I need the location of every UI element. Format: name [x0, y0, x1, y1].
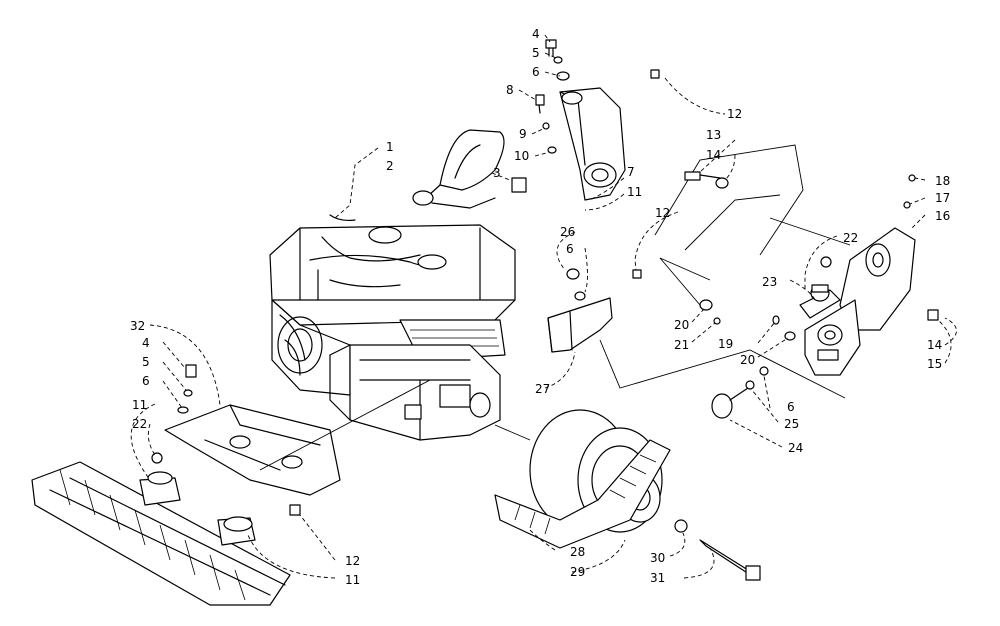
right-side-assembly: [599, 144, 939, 419]
callout-17: 17: [935, 191, 950, 205]
callout-21: 21: [674, 338, 689, 352]
callout-labels: 1 2 3 4 5 6 7 8 9 10 11 12 13 14 14 15 1…: [130, 27, 950, 587]
callout-26: 26: [560, 225, 575, 239]
callout-16: 16: [935, 209, 950, 223]
callout-6-mid: 6: [566, 242, 574, 256]
callout-6-right: 6: [787, 400, 795, 414]
leader-lines: [130, 34, 957, 579]
top-fasteners: [535, 39, 660, 154]
callout-12-mid: 12: [655, 206, 670, 220]
callout-4-top: 4: [532, 27, 540, 41]
callout-22-left: 22: [132, 417, 147, 431]
mid-support-bracket: [547, 268, 642, 353]
callout-12-bottom: 12: [345, 554, 360, 568]
callout-13: 13: [706, 128, 721, 142]
callout-8: 8: [506, 83, 514, 97]
callout-1: 1: [386, 140, 394, 154]
callout-4-left: 4: [142, 336, 150, 350]
callout-27: 27: [535, 382, 550, 396]
callout-3: 3: [493, 166, 501, 180]
callout-28: 28: [570, 545, 585, 559]
callout-12-top: 12: [727, 107, 742, 121]
callout-23: 23: [762, 275, 777, 289]
callout-5-left: 5: [142, 355, 150, 369]
callout-14-top: 14: [706, 148, 721, 162]
callout-20-left: 20: [674, 318, 689, 332]
drive-clutch: [494, 409, 761, 581]
callout-9: 9: [519, 127, 527, 141]
callout-29: 29: [570, 565, 585, 579]
callout-30: 30: [650, 551, 665, 565]
engine-assembly: [269, 129, 527, 441]
callout-11-left: 11: [132, 398, 147, 412]
callout-11-bottom: 11: [345, 573, 360, 587]
callout-19: 19: [718, 337, 733, 351]
callout-31: 31: [650, 571, 665, 585]
callout-2: 2: [386, 159, 394, 173]
callout-32: 32: [130, 319, 145, 333]
callout-20-right: 20: [740, 353, 755, 367]
callout-24: 24: [788, 441, 803, 455]
callout-11-top: 11: [627, 185, 642, 199]
callout-6-top: 6: [532, 65, 540, 79]
callout-25: 25: [784, 417, 799, 431]
upper-mount-bracket: [559, 87, 626, 201]
callout-18: 18: [935, 174, 950, 188]
callout-10: 10: [514, 149, 529, 163]
callout-22-right: 22: [843, 231, 858, 245]
engine-base-plate: [164, 364, 431, 516]
callout-14-right: 14: [927, 338, 942, 352]
callout-6-left: 6: [142, 374, 150, 388]
callout-5-top: 5: [532, 46, 540, 60]
callout-15: 15: [927, 357, 942, 371]
callout-7: 7: [627, 165, 635, 179]
lower-frame-rail: [31, 452, 291, 606]
